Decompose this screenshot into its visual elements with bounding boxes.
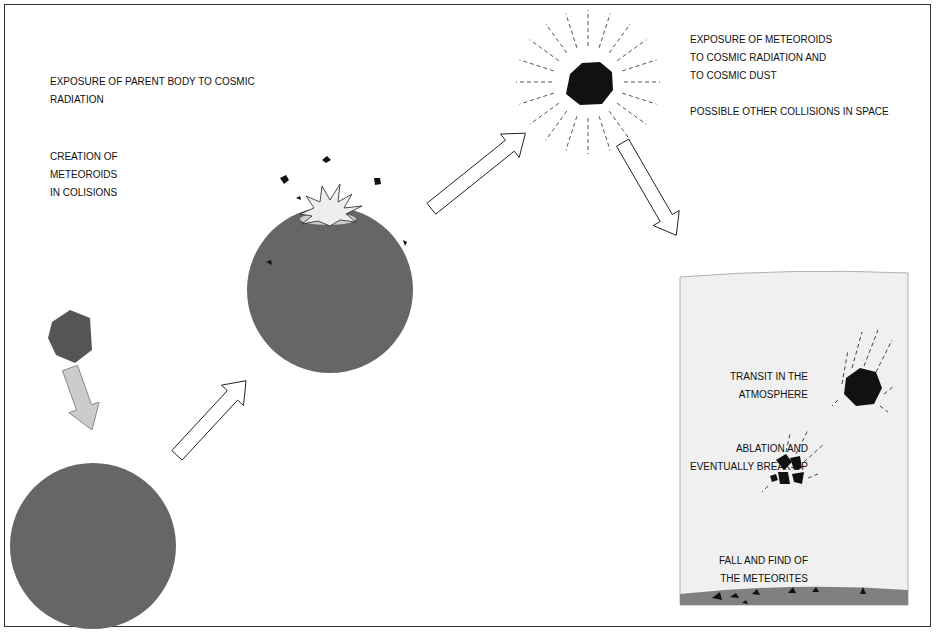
trail-line [804, 444, 824, 462]
ejected-fragment [374, 178, 381, 185]
ray-line [624, 82, 660, 83]
body-disc [10, 463, 176, 629]
step-label: CREATION OF METEOROIDS IN COLISIONS [50, 148, 124, 202]
trail-line [786, 434, 790, 452]
ray-line [566, 116, 577, 150]
ray-line [622, 60, 656, 71]
ray-line [599, 14, 610, 48]
ejected-fragment [266, 260, 272, 265]
ground-meteorite [812, 587, 819, 592]
meteoroid-shape [562, 60, 614, 106]
ray-line [617, 103, 646, 124]
collided-parent-body-shape [247, 207, 413, 373]
ray-line [599, 116, 610, 150]
step-label: EXPOSURE OF METEOROIDS TO COSMIC RADIATI… [690, 31, 838, 85]
ray-line [588, 10, 589, 46]
step-label: ABLATION AND EVENTUALLY BREAK-UP [683, 440, 808, 476]
step-label: TRANSIT IN THE ATMOSPHERE [683, 368, 808, 404]
ground-meteorite [712, 592, 722, 600]
trail-line [796, 430, 808, 454]
ray-line [609, 24, 630, 53]
breakup-fragment [776, 454, 792, 470]
parent-body-shape [10, 463, 176, 629]
breakup-fragment [778, 472, 790, 484]
ground-meteorite [730, 593, 739, 598]
trail-line [884, 386, 894, 394]
ejected-fragment [322, 156, 331, 163]
impact-flash [300, 184, 362, 226]
ejected-fragment [280, 175, 289, 184]
radiation-rays [516, 10, 660, 154]
ray-line [566, 14, 577, 48]
trail-line [864, 330, 878, 366]
trail-line [876, 340, 892, 372]
impact-glow [300, 213, 356, 225]
atmosphere-band [680, 271, 908, 605]
flow-arrow [427, 133, 525, 214]
trail-line [832, 400, 838, 406]
ray-line [520, 93, 554, 104]
trail-line [808, 474, 818, 478]
ejected-fragment [296, 196, 301, 200]
collided-parent-body: CREATION OF METEOROIDS IN COLISIONS [247, 207, 413, 373]
trail-line [762, 486, 768, 492]
ray-line [622, 93, 656, 104]
breakup-fragment [792, 472, 804, 484]
entering-meteoroid [844, 368, 882, 406]
trail-line [852, 332, 862, 368]
trail-line [880, 406, 888, 412]
breakup-fragment [790, 456, 802, 470]
atmosphere-panel: TRANSIT IN THE ATMOSPHERE ABLATION AND EV… [680, 272, 908, 605]
impact-arrow [63, 365, 100, 430]
step-label: POSSIBLE OTHER COLLISIONS IN SPACE [690, 103, 910, 121]
ground-meteorite [742, 600, 748, 604]
flow-arrow [617, 139, 680, 235]
body-disc [247, 207, 413, 373]
ground-meteorite [752, 589, 760, 595]
impactor-rock [48, 310, 92, 363]
ground-meteorite [860, 587, 866, 594]
ray-line [546, 24, 567, 53]
ground-meteorite [788, 587, 796, 593]
ray-line [520, 60, 554, 71]
breakup-fragment [770, 474, 778, 482]
ray-line [530, 103, 559, 124]
step-label: EXPOSURE OF PARENT BODY TO COSMIC RADIAT… [50, 73, 275, 109]
breakup-trail [762, 430, 824, 492]
ray-line [530, 40, 559, 61]
meteoroid: EXPOSURE OF METEOROIDS TO COSMIC RADIATI… [562, 60, 614, 106]
parent-body: EXPOSURE OF PARENT BODY TO COSMIC RADIAT… [10, 463, 176, 629]
trail-line [842, 350, 848, 384]
ground-band [680, 587, 908, 605]
ray-line [516, 82, 552, 83]
step-label: FALL AND FIND OF THE METEORITES [708, 552, 808, 588]
ray-line [588, 118, 589, 154]
ray-line [546, 111, 567, 140]
meteor-trail [832, 330, 894, 412]
ray-line [609, 111, 630, 140]
meteoroid-rock [566, 62, 613, 105]
ray-line [617, 40, 646, 61]
flow-arrow [172, 381, 246, 460]
ejected-fragment [403, 240, 407, 246]
